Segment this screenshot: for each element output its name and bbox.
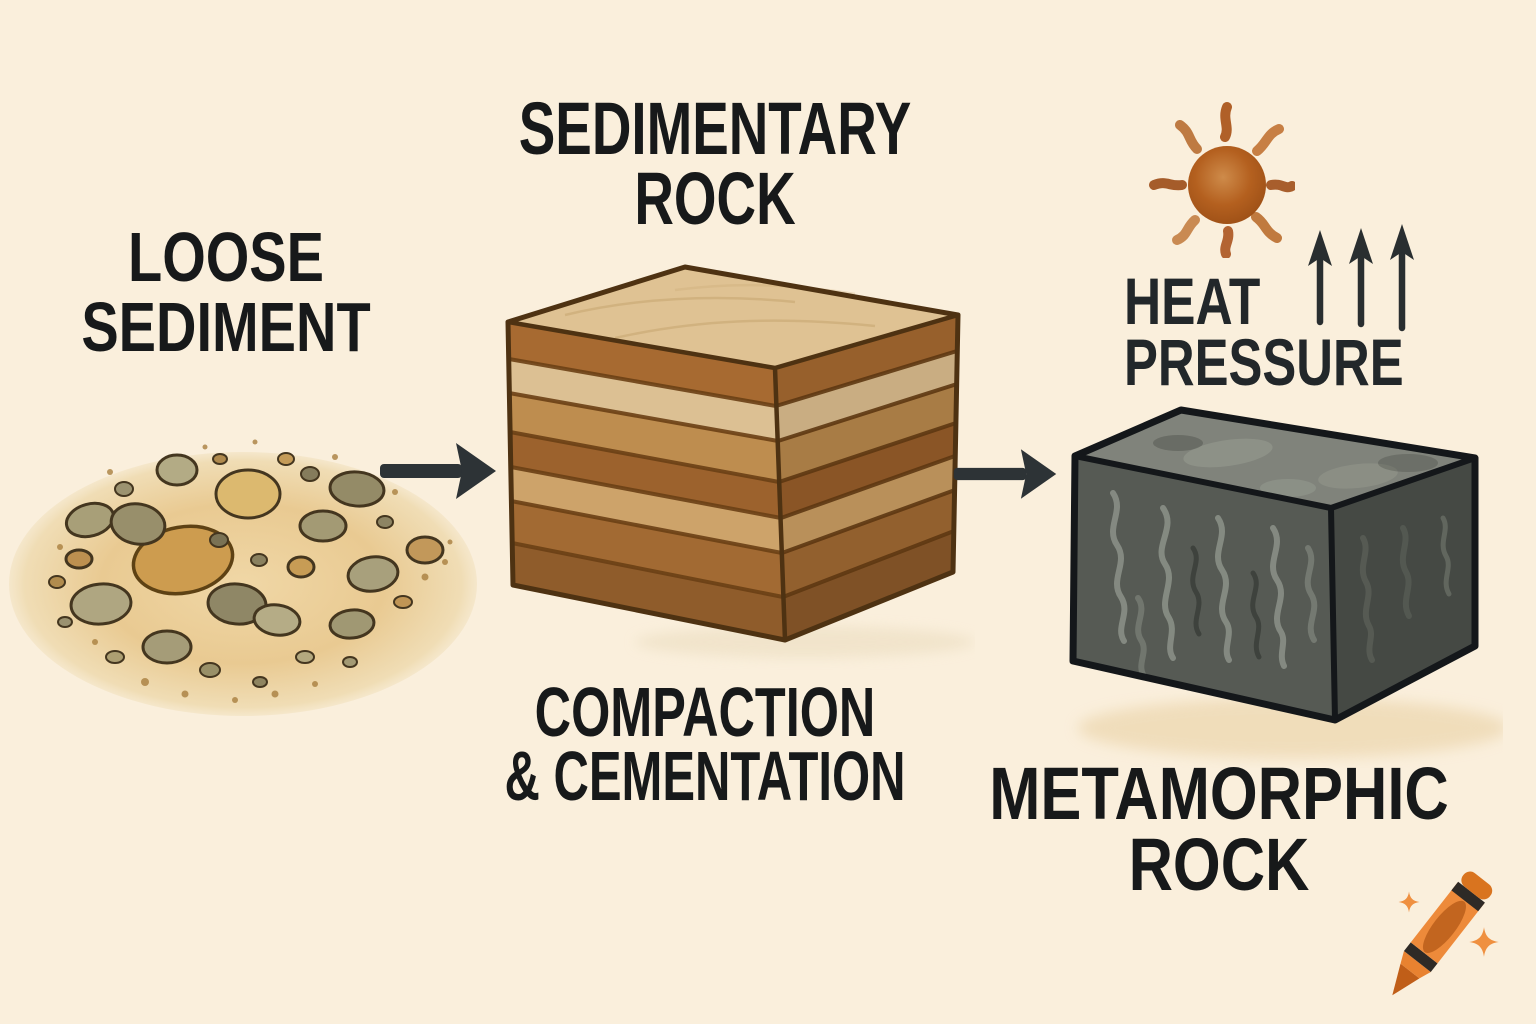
right-face-foliation (1359, 515, 1452, 663)
metamorphic-rock-label: METAMORPHIC ROCK (942, 752, 1496, 906)
arrow-right-shape (953, 449, 1057, 499)
metamorphic-rock-line1: METAMORPHIC (989, 752, 1449, 835)
loose-sediment-line1: LOOSE (127, 218, 325, 296)
sand-speckles (57, 439, 453, 703)
front-face-foliation (1110, 490, 1318, 679)
up-arrow-3 (1390, 224, 1414, 332)
metamorphic-rock-line2: ROCK (1128, 823, 1310, 906)
sparkles (1398, 891, 1499, 957)
arrow-right-shape (380, 443, 496, 499)
sun-icon (1149, 102, 1295, 258)
rock-shadow (1078, 698, 1503, 758)
sun-core (1188, 146, 1266, 224)
up-arrow-1 (1308, 230, 1332, 326)
loose-sediment-line2: SEDIMENT (81, 288, 371, 366)
metamorphic-rock-illustration (1069, 406, 1503, 758)
triple-up-arrows-icon (1308, 224, 1414, 332)
sedimentary-front-face (508, 322, 785, 640)
sedimentary-right-face (775, 315, 958, 640)
loose-sediment-illustration (9, 439, 477, 716)
compaction-line1: COMPACTION (534, 673, 876, 751)
sedimentary-rock-line2: ROCK (634, 157, 796, 240)
arrow-right-icon (380, 443, 496, 499)
arrow-right-icon (953, 449, 1057, 499)
metamorphic-outline (1069, 406, 1479, 724)
pressure-label: PRESSURE (1124, 325, 1404, 399)
sedimentary-rock-label: SEDIMENTARY ROCK (450, 87, 980, 240)
loose-sediment-label: LOOSE SEDIMENT (45, 222, 407, 362)
metamorphic-front-face (1073, 456, 1335, 720)
up-arrow-2 (1349, 228, 1373, 328)
sedimentary-rock-illustration (505, 264, 975, 658)
compaction-line2: & CEMENTATION (504, 737, 906, 815)
sedimentary-rock-line1: SEDIMENTARY (518, 87, 912, 170)
crayon (1392, 871, 1493, 996)
compaction-cementation-label: COMPACTION & CEMENTATION (419, 673, 992, 815)
heat-pressure-label: HEAT PRESSURE (1124, 264, 1487, 399)
sedimentary-outline (505, 264, 961, 643)
pebbles (48, 452, 445, 688)
sun-rays (1149, 102, 1295, 258)
heat-label: HEAT (1124, 264, 1261, 338)
crayon-logo-icon (1392, 871, 1499, 996)
layer-separator-lines (507, 349, 959, 599)
metamorphic-top-face (1075, 410, 1475, 508)
sedimentary-top-face (508, 267, 958, 368)
top-face-mottling (1153, 435, 1438, 497)
block-shadow (635, 626, 975, 658)
